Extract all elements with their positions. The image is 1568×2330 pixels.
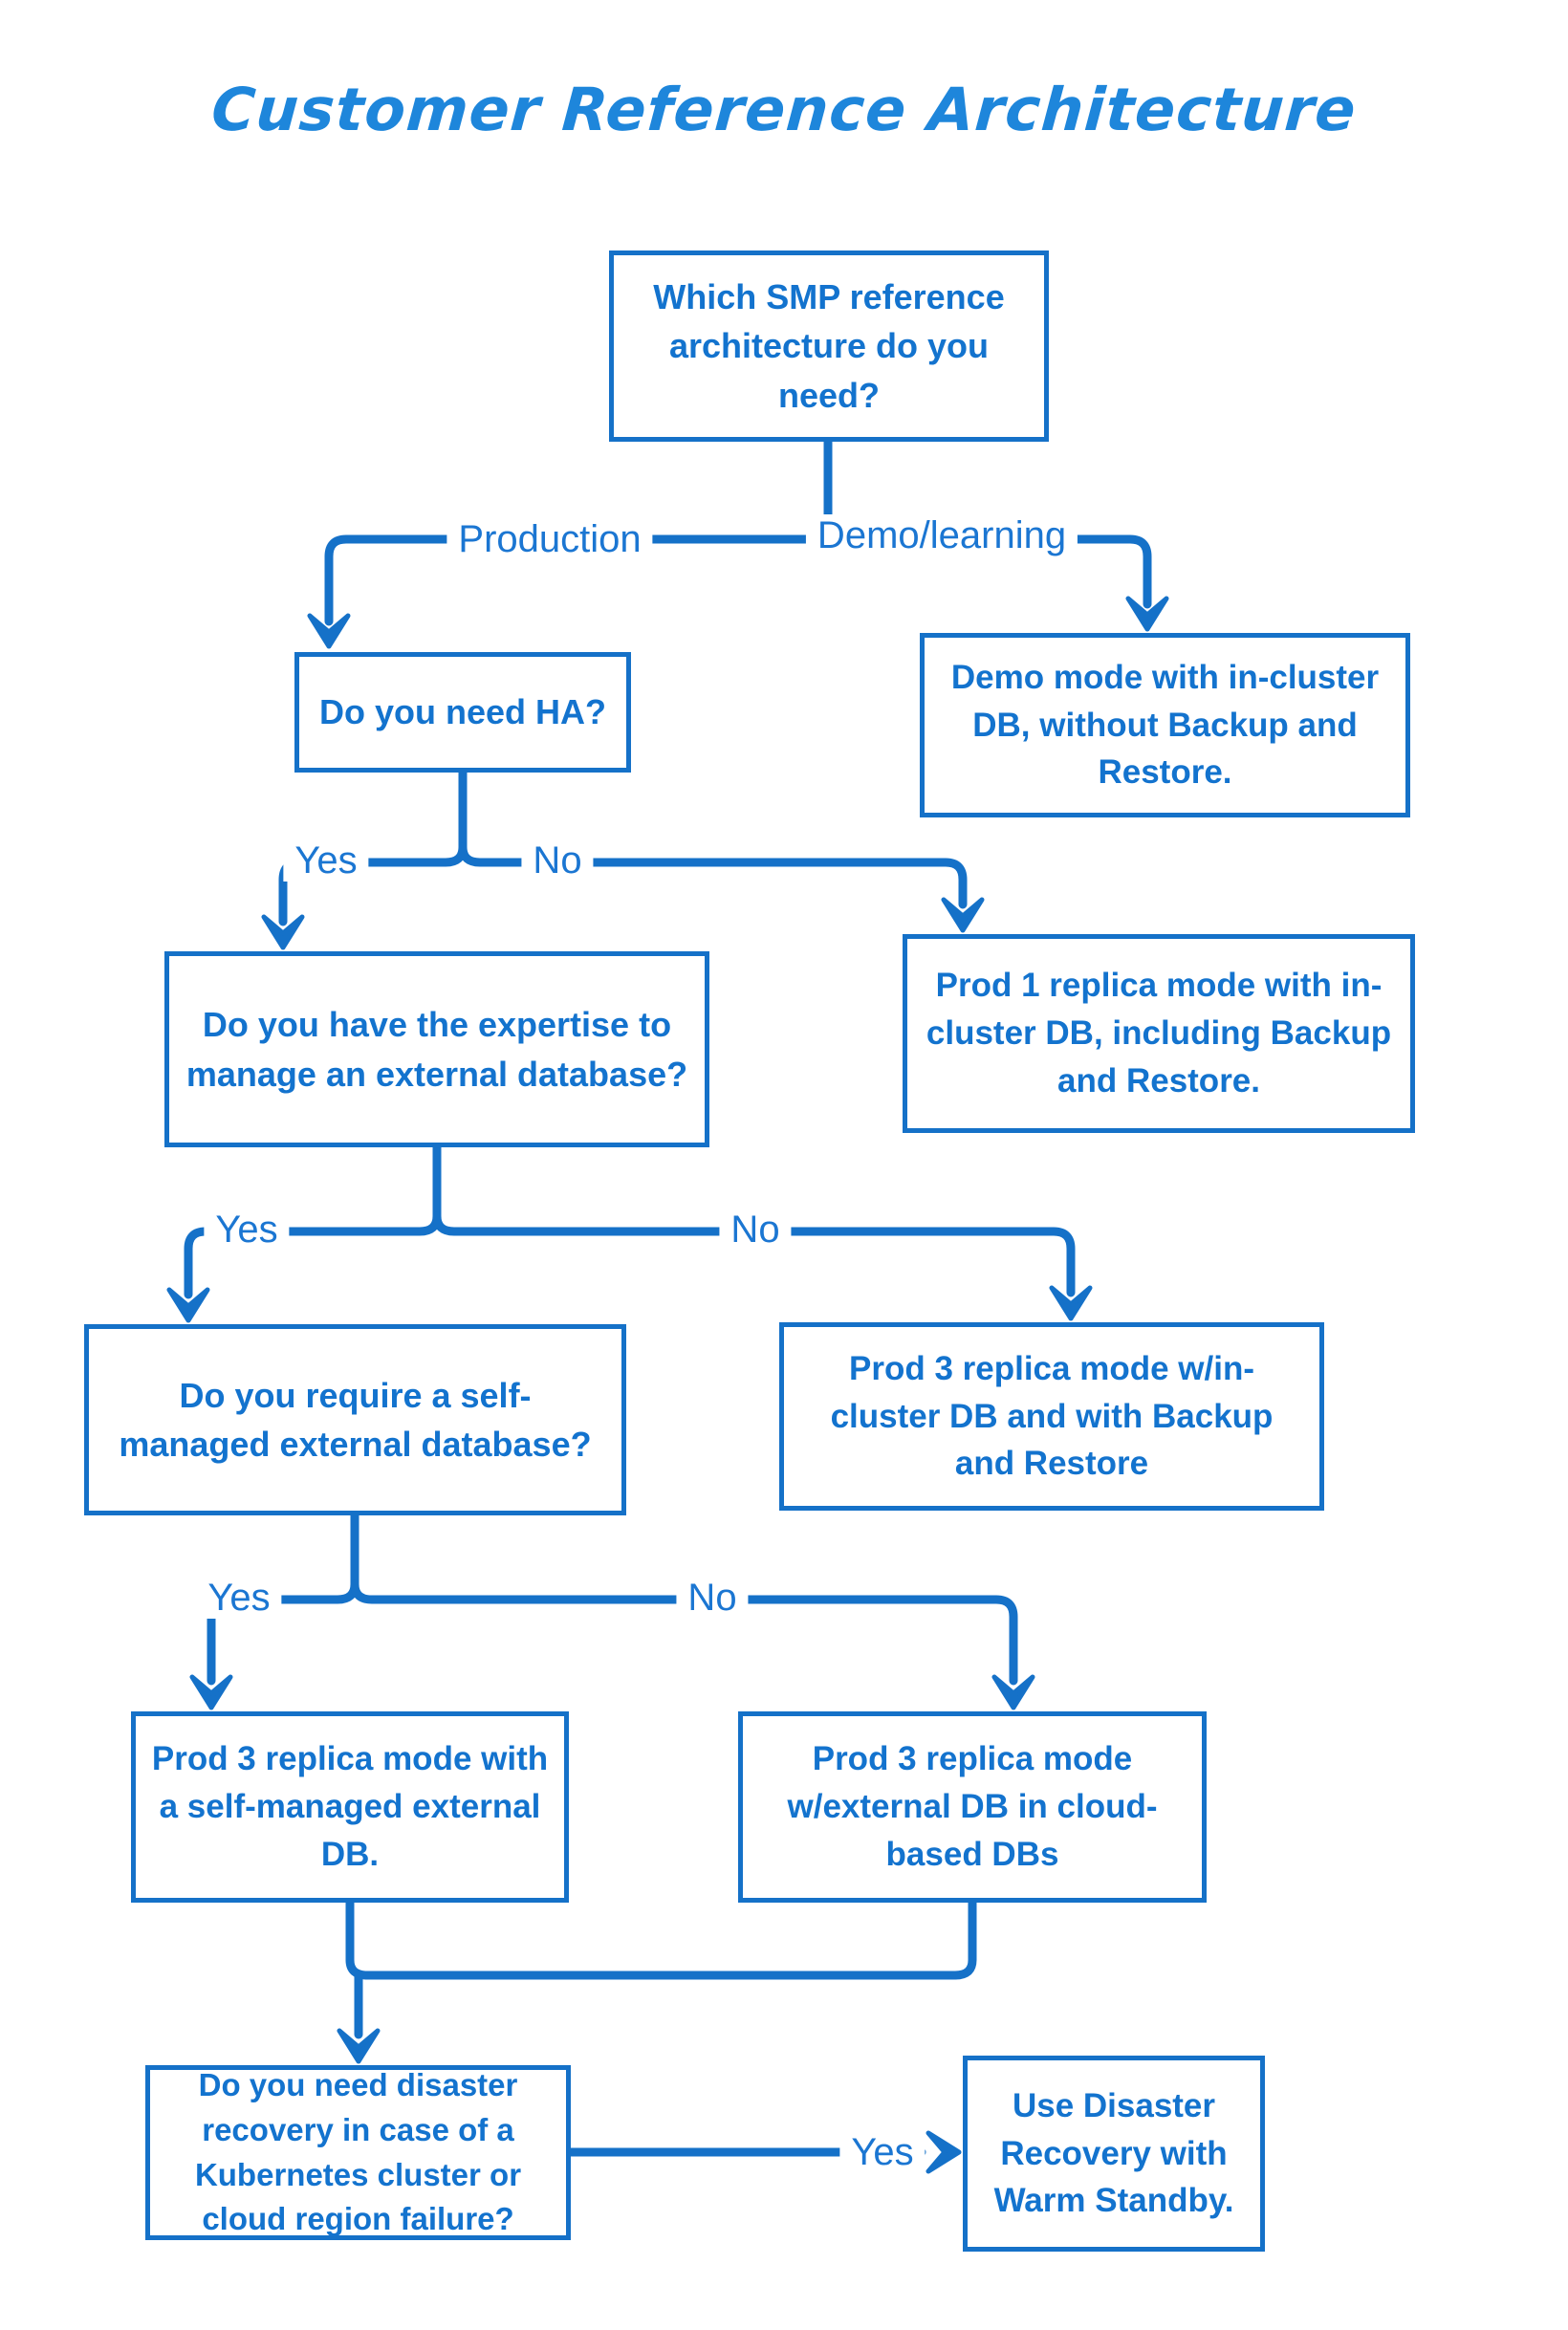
node-prod3-incluster: Prod 3 replica mode w/in-cluster DB and … bbox=[779, 1322, 1324, 1511]
edge-label-dr-yes: Yes bbox=[839, 2131, 926, 2173]
node-disaster-recovery-question: Do you need disaster recovery in case of… bbox=[145, 2065, 571, 2240]
edge-label-expertise-yes: Yes bbox=[204, 1209, 290, 1251]
connector-merge-left bbox=[345, 1898, 960, 1980]
edge-label-ha-no: No bbox=[521, 839, 594, 882]
edge-label-self-yes: Yes bbox=[196, 1577, 282, 1619]
node-prod3-selfmanaged: Prod 3 replica mode with a self-managed … bbox=[131, 1711, 569, 1903]
connector-expertise-no bbox=[432, 1211, 1076, 1297]
edge-label-expertise-no: No bbox=[719, 1209, 792, 1251]
node-prod1-replica: Prod 1 replica mode with in-cluster DB, … bbox=[903, 934, 1415, 1133]
edge-label-demo-learning: Demo/learning bbox=[805, 514, 1078, 556]
node-expertise-question: Do you have the expertise to manage an e… bbox=[164, 951, 709, 1147]
page-title: Customer Reference Architecture bbox=[208, 75, 1360, 144]
connector-ha-no bbox=[458, 842, 968, 909]
edge-label-production: Production bbox=[446, 518, 653, 560]
node-prod3-cloud: Prod 3 replica mode w/external DB in clo… bbox=[738, 1711, 1207, 1903]
edge-label-ha-yes: Yes bbox=[283, 839, 369, 882]
node-demo-mode: Demo mode with in-cluster DB, without Ba… bbox=[920, 633, 1410, 817]
node-root-question: Which SMP reference architecture do you … bbox=[609, 250, 1049, 442]
connector-merge-right bbox=[950, 1898, 977, 1980]
node-warm-standby: Use Disaster Recovery with Warm Standby. bbox=[963, 2056, 1265, 2252]
connector-self-no bbox=[350, 1579, 1018, 1686]
node-need-ha: Do you need HA? bbox=[294, 652, 631, 773]
arrowheads bbox=[166, 596, 1169, 2174]
node-self-managed-question: Do you require a self-managed external d… bbox=[84, 1324, 626, 1515]
edge-label-self-no: No bbox=[676, 1577, 749, 1619]
